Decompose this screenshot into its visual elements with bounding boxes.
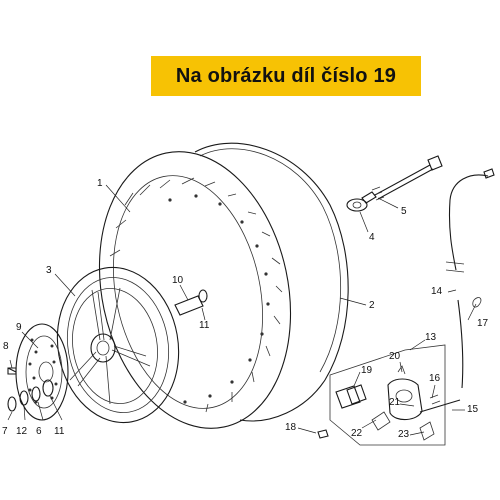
callout-23: 23 xyxy=(398,429,410,440)
callout-17: 17 xyxy=(477,318,489,329)
banner-text: Na obrázku díl číslo 19 xyxy=(175,64,397,87)
callout-5: 5 xyxy=(401,206,407,217)
wheel-rim xyxy=(56,266,180,424)
callout-7: 7 xyxy=(2,426,8,437)
callout-20: 20 xyxy=(389,351,401,362)
leader-lines xyxy=(7,184,477,436)
brake-hose xyxy=(317,394,461,439)
callout-4: 4 xyxy=(369,232,375,243)
callout-18: 18 xyxy=(285,422,297,433)
callout-6: 6 xyxy=(36,426,42,437)
brake-disc xyxy=(15,323,69,421)
spacer-tube xyxy=(174,289,208,316)
callout-11-upper: 11 xyxy=(199,320,210,331)
speedo-drive xyxy=(346,191,377,212)
callout-8: 8 xyxy=(3,341,9,352)
callout-3: 3 xyxy=(46,265,52,276)
callout-9: 9 xyxy=(16,322,22,333)
spacer-stack xyxy=(7,379,54,412)
caliper-kit xyxy=(329,344,446,446)
tire-back xyxy=(194,142,349,422)
axle xyxy=(371,155,443,201)
callout-labels: 1 2 3 4 5 6 7 8 9 10 11 11 12 13 14 15 1… xyxy=(2,178,489,440)
callout-16: 16 xyxy=(429,373,441,384)
bolt-8 xyxy=(7,367,17,375)
callout-11-lower: 11 xyxy=(54,426,65,437)
callout-21: 21 xyxy=(389,397,401,408)
callout-19: 19 xyxy=(361,365,373,376)
callout-12: 12 xyxy=(16,426,28,437)
callout-14: 14 xyxy=(431,286,443,297)
callout-1: 1 xyxy=(97,178,103,189)
callout-13: 13 xyxy=(425,332,437,343)
callout-10: 10 xyxy=(172,275,184,286)
tire xyxy=(98,151,292,429)
callout-15: 15 xyxy=(467,404,479,415)
part-number-banner: Na obrázku díl číslo 19 xyxy=(151,56,421,96)
speedo-cable xyxy=(445,168,495,389)
callout-2: 2 xyxy=(369,300,375,311)
callout-22: 22 xyxy=(351,428,363,439)
